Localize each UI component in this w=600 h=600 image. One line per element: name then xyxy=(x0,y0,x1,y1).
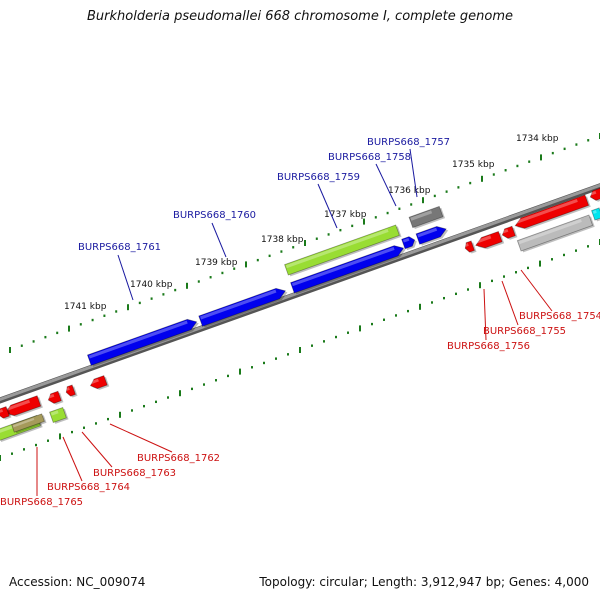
gene-leader-line xyxy=(375,163,397,207)
gene-label[interactable]: BURPS668_1762 xyxy=(137,453,220,464)
gene-leader-line xyxy=(483,288,487,341)
scale-tick-label: 1738 kbp xyxy=(261,235,304,245)
gene-burps668-1765[interactable] xyxy=(3,395,43,420)
gene-burps668-1762[interactable] xyxy=(89,375,110,392)
scale-tick-label: 1734 kbp xyxy=(516,134,559,144)
gene-burps668-1755[interactable] xyxy=(501,225,518,242)
scale-tick-label: 1739 kbp xyxy=(195,258,238,268)
gene-leader-line xyxy=(409,148,418,198)
gene-burps668-1763[interactable] xyxy=(65,384,78,398)
gene-label[interactable]: BURPS668_1756 xyxy=(447,341,530,352)
scale-tick-label: 1736 kbp xyxy=(388,186,431,196)
gene-leader-line xyxy=(211,222,227,258)
scale-tick-label: 1737 kbp xyxy=(324,210,367,220)
gene-leader-line xyxy=(317,183,338,229)
gene-burps668-1757[interactable] xyxy=(415,223,450,246)
gene-burps668-1754[interactable] xyxy=(513,194,591,233)
accession-info: Accession: NC_009074 xyxy=(9,575,145,589)
gene-burps668-1756[interactable] xyxy=(474,230,505,252)
accession-prefix: Accession: xyxy=(9,575,73,589)
gene-label[interactable]: BURPS668_1755 xyxy=(483,326,566,337)
gene-burps668-1760[interactable] xyxy=(198,285,290,328)
scale-tick-label: 1740 kbp xyxy=(130,280,173,290)
gene-light-lower[interactable] xyxy=(516,214,595,253)
gene-burps668-1761[interactable] xyxy=(86,316,200,367)
gene-label[interactable]: BURPS668_1758 xyxy=(328,152,411,163)
inner-scale-track xyxy=(0,239,600,461)
chromosome-backbone xyxy=(0,183,600,404)
gene-label[interactable]: BURPS668_1765 xyxy=(0,497,83,508)
accession-value: NC_009074 xyxy=(76,575,146,589)
gene-olive-lower[interactable] xyxy=(11,413,47,434)
gene-red-left-edge[interactable] xyxy=(0,406,12,421)
gene-leader-line xyxy=(520,269,553,312)
outer-scale-track xyxy=(9,133,600,353)
gene-label[interactable]: BURPS668_1759 xyxy=(277,172,360,183)
gene-red-small-a[interactable] xyxy=(464,240,477,254)
gene-pseudo-upper[interactable] xyxy=(408,205,446,230)
scale-tick-labels: 1741 kbp 1740 kbp 1739 kbp 1738 kbp 1737 kbp… xyxy=(64,134,559,312)
gene-label[interactable]: BURPS668_1757 xyxy=(367,137,450,148)
gene-rna-upper[interactable] xyxy=(284,224,402,277)
gene-burps668-1764[interactable] xyxy=(47,390,64,407)
gene-cyan-edge[interactable] xyxy=(591,207,600,222)
scale-tick-label: 1741 kbp xyxy=(64,302,107,312)
gene-label[interactable]: BURPS668_1763 xyxy=(93,468,176,479)
gene-rna-lower[interactable] xyxy=(49,406,69,424)
gene-leader-line xyxy=(81,431,113,468)
topology-info: Topology: circular; Length: 3,912,947 bp… xyxy=(259,575,589,589)
gene-leader-line xyxy=(117,254,134,301)
gene-label[interactable]: BURPS668_1760 xyxy=(173,210,256,221)
gene-label[interactable]: BURPS668_1764 xyxy=(47,482,130,493)
gene-burps668-1758[interactable] xyxy=(401,235,419,251)
gene-leader-line xyxy=(62,436,83,482)
gene-red-edge[interactable] xyxy=(589,187,600,204)
gene-labels: BURPS668_1761BURPS668_1760BURPS668_1759B… xyxy=(0,137,600,508)
scale-tick-label: 1735 kbp xyxy=(452,160,495,170)
map-title: Burkholderia pseudomallei 668 chromosome… xyxy=(86,9,514,24)
gene-label[interactable]: BURPS668_1761 xyxy=(78,242,161,253)
gene-burps668-1759[interactable] xyxy=(290,242,408,295)
gene-leader-line xyxy=(109,423,173,453)
gene-label[interactable]: BURPS668_1754 xyxy=(519,311,600,322)
gene-leader-line xyxy=(501,280,519,326)
gene-features xyxy=(0,187,600,442)
